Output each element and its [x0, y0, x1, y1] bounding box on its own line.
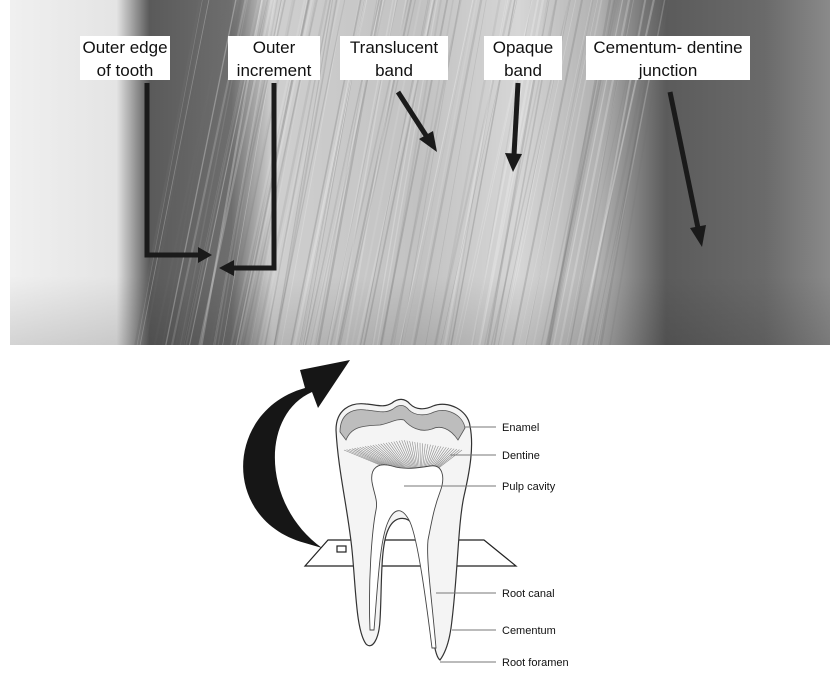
- label-root-foramen: Root foramen: [502, 657, 569, 669]
- tooth-diagram: [305, 399, 516, 660]
- label-root-canal: Root canal: [502, 588, 555, 600]
- section-sample-marker: [337, 546, 346, 552]
- label-outer-increment: Outer increment: [228, 36, 320, 80]
- label-opaque-band: Opaque band: [484, 36, 562, 80]
- svg-text:increment: increment: [237, 61, 312, 80]
- label-dentine: Dentine: [502, 450, 540, 462]
- svg-text:Opaque: Opaque: [493, 38, 554, 57]
- label-cementum-dentine-junction: Cementum- dentine junction: [586, 36, 750, 80]
- svg-text:Translucent: Translucent: [350, 38, 438, 57]
- curved-arrow-icon: [243, 360, 350, 548]
- tooth-outline: [336, 399, 472, 660]
- svg-text:Cementum- dentine: Cementum- dentine: [593, 38, 742, 57]
- svg-text:Outer: Outer: [253, 38, 296, 57]
- label-enamel: Enamel: [502, 422, 539, 434]
- label-cementum: Cementum: [502, 625, 556, 637]
- section-plane: [305, 540, 516, 566]
- label-pulp-cavity: Pulp cavity: [502, 481, 556, 493]
- label-outer-edge: Outer edge of tooth: [80, 36, 170, 80]
- svg-text:Outer edge: Outer edge: [82, 38, 167, 57]
- svg-text:band: band: [504, 61, 542, 80]
- label-translucent-band: Translucent band: [340, 36, 448, 80]
- svg-text:of tooth: of tooth: [97, 61, 154, 80]
- svg-text:band: band: [375, 61, 413, 80]
- svg-text:junction: junction: [638, 61, 698, 80]
